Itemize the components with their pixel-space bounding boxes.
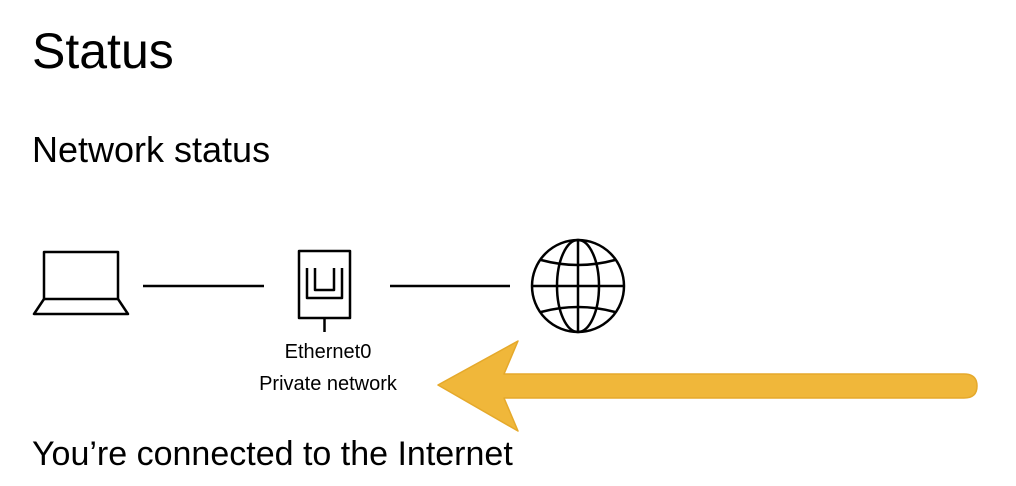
network-status-heading: Network status bbox=[32, 129, 271, 170]
adapter-name: Ethernet0 bbox=[284, 341, 372, 363]
laptop-icon bbox=[32, 250, 130, 316]
connection-status-text: You’re connected to the Internet bbox=[32, 435, 513, 473]
ethernet-port-icon bbox=[297, 249, 352, 332]
globe-icon bbox=[530, 238, 626, 334]
arrow-left-icon bbox=[437, 340, 978, 432]
page-title: Status bbox=[32, 23, 174, 79]
network-profile-type: Private network bbox=[259, 373, 397, 395]
